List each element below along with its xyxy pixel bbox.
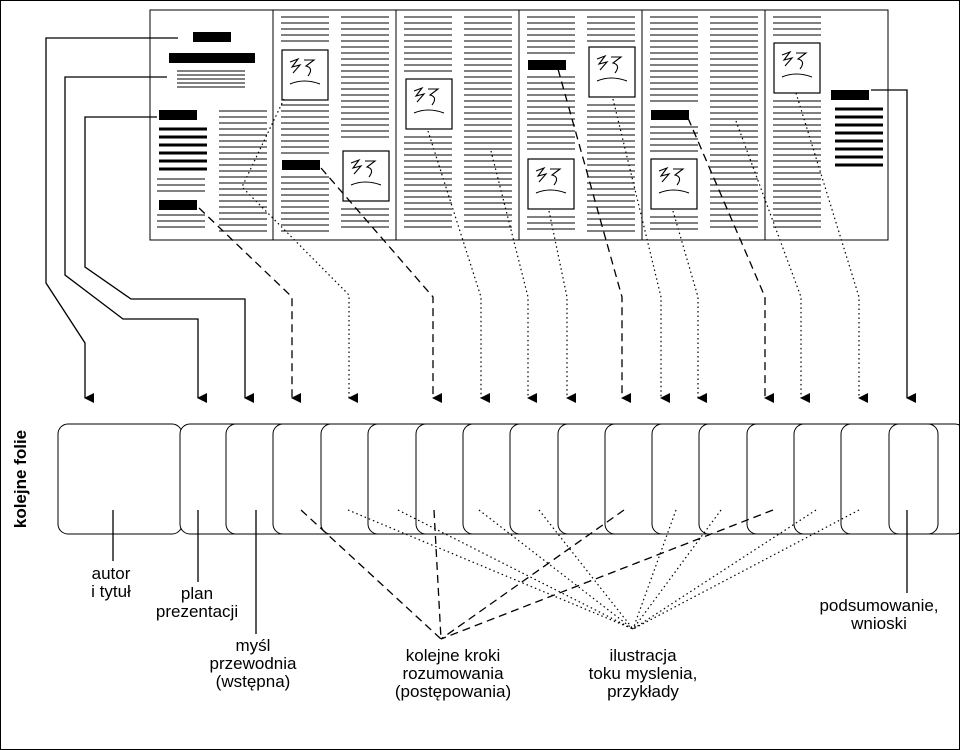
- leader-step: [300, 509, 442, 640]
- leader-illustration: [347, 509, 634, 630]
- label-plan: plan prezentacji: [137, 585, 257, 621]
- heading-block: [159, 110, 197, 120]
- figure-box: [342, 150, 390, 202]
- label-line: toku myslenia,: [588, 664, 698, 683]
- slide: [888, 423, 939, 535]
- leader-step: [440, 509, 625, 640]
- connector-step: [687, 117, 774, 403]
- slide-strip: [57, 423, 959, 535]
- figure-box: [405, 78, 453, 130]
- label-mysl: myśl przewodnia (wstępna): [193, 637, 313, 691]
- figure-box: [650, 158, 698, 210]
- connector-step: [198, 207, 301, 403]
- figure-box: [281, 49, 329, 101]
- figure-box: [773, 42, 821, 94]
- leader-illustration: [397, 509, 634, 630]
- label-line: (postępowania): [394, 682, 512, 701]
- leader-illustration: [538, 509, 634, 630]
- leader-illustration: [478, 509, 634, 630]
- label-podsumowanie: podsumowanie, wnioski: [799, 597, 959, 633]
- figure-sketch: [289, 57, 321, 85]
- connector-author: [45, 37, 178, 403]
- heading-block: [651, 110, 689, 120]
- label-line: (wstępna): [215, 672, 291, 691]
- label-line: autor: [91, 564, 131, 583]
- label-ilustracja: ilustracja toku myslenia, przykłady: [563, 647, 723, 701]
- label-line: prezentacji: [155, 602, 239, 621]
- vertical-label-text: kolejne folie: [11, 429, 30, 528]
- label-line: kolejne kroki: [405, 646, 501, 665]
- label-line: rozumowania: [402, 664, 504, 683]
- figure-sketch: [781, 50, 813, 78]
- heading-block: [282, 160, 320, 170]
- label-line: i tytuł: [91, 582, 131, 601]
- connector-illustration: [490, 150, 537, 403]
- label-kroki: kolejne kroki rozumowania (postępowania): [373, 647, 533, 701]
- figure-sketch: [535, 166, 567, 194]
- vertical-label: kolejne folie: [7, 416, 35, 541]
- label-line: podsumowanie,: [819, 596, 939, 615]
- label-line: myśl: [235, 636, 271, 655]
- figure-box: [527, 158, 575, 210]
- slide: [57, 423, 183, 535]
- heading-block: [159, 200, 197, 210]
- label-line: przykłady: [607, 682, 679, 701]
- leader-illustration: [632, 509, 860, 630]
- connectors: [45, 37, 916, 403]
- figure-sketch: [350, 158, 382, 186]
- label-line: ilustracja: [609, 646, 677, 665]
- heading-block: [528, 60, 566, 70]
- connector-summary: [871, 89, 916, 403]
- label-line: przewodnia: [209, 654, 297, 673]
- figure-box: [588, 46, 636, 98]
- leader-illustration: [632, 509, 677, 630]
- leader-illustration: [632, 509, 817, 630]
- document-pages: [149, 9, 889, 241]
- title-block: [169, 53, 255, 63]
- connector-step: [557, 68, 631, 403]
- heading-block: [831, 90, 869, 100]
- label-line: plan: [180, 584, 214, 603]
- heading-block: [193, 32, 231, 42]
- label-autor: autor i tytuł: [81, 565, 141, 601]
- label-line: wnioski: [851, 614, 907, 633]
- connector-plan: [64, 76, 207, 403]
- figure-sketch: [596, 54, 628, 82]
- figure-sketch: [658, 166, 690, 194]
- leader-step: [433, 509, 442, 640]
- connector-illustration: [612, 98, 670, 403]
- leader-step: [440, 509, 774, 640]
- figure-sketch: [413, 86, 445, 114]
- connector-thought: [84, 116, 254, 403]
- connector-step: [320, 167, 442, 403]
- label-leaders: [112, 509, 908, 640]
